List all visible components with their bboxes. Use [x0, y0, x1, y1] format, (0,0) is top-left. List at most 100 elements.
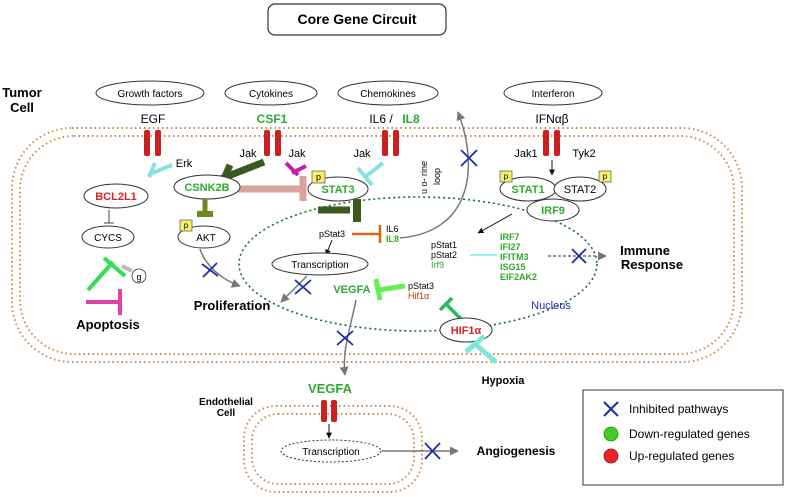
stat2-node — [553, 176, 607, 202]
legend-down-icon — [603, 426, 619, 442]
cycs-label: CYCS — [94, 233, 122, 244]
stat1-label: STAT1 — [511, 184, 544, 196]
endothelial-membrane-outer — [243, 405, 423, 493]
jak-right-label: Jak — [288, 148, 306, 160]
il8-label: IL8 — [402, 112, 420, 126]
irf9-node — [526, 198, 580, 222]
hypoxia-label: Hypoxia — [482, 375, 526, 387]
bcl2l1-label: BCL2L1 — [95, 191, 137, 203]
transcription-proliferation-arrow — [280, 275, 308, 303]
hypoxia-inhibit — [464, 334, 498, 364]
jak-stat3-magenta — [284, 161, 307, 177]
inhibited-x-loop — [460, 149, 478, 167]
receptor-ifn — [543, 130, 560, 156]
isg-irf7: IRF7 — [500, 232, 520, 242]
csnk2b-label: CSNK2B — [184, 182, 229, 194]
tumor-cell-label-2: Cell — [10, 100, 34, 115]
egf-label: EGF — [141, 112, 166, 126]
csf1-label: CSF1 — [257, 112, 288, 126]
immune-response-label: Immune — [620, 243, 670, 258]
vegfa-endo-label: VEGFA — [308, 381, 353, 396]
nucleus-label: Nucleus — [531, 300, 571, 312]
erk-label: Erk — [176, 158, 193, 170]
csnk2b-stat3-pink — [238, 176, 307, 201]
ifn-label: IFNαβ — [535, 112, 568, 126]
ligand-ovals: Growth factors Cytokines Chemokines Inte… — [95, 80, 603, 106]
pstat3-il6-inhibit — [352, 225, 382, 243]
cycs-node — [81, 225, 135, 249]
cytokines-label: Cytokines — [249, 89, 293, 100]
stat3-big-inhibit — [318, 199, 361, 222]
legend-up-label: Up-regulated genes — [629, 449, 734, 463]
receptor-vegfa — [321, 400, 337, 422]
apoptosis-magenta-inhibit — [86, 289, 122, 315]
akt-phospho-label: p — [184, 221, 189, 230]
immune-response-label-2: Response — [621, 257, 683, 272]
gray-link — [121, 264, 133, 273]
inhibited-x-immune — [571, 248, 587, 264]
tumor-membrane-outer — [11, 127, 743, 363]
inhibited-x-angiogenesis — [424, 442, 441, 460]
stat3-phospho — [311, 170, 326, 184]
csnk2b-akt-olive — [197, 199, 213, 217]
jak-il6-label: Jak — [353, 148, 371, 160]
isg-isg15: ISG15 — [500, 262, 526, 272]
stat2-phospho-label: p — [603, 172, 608, 181]
il6-stat3-cyan — [356, 161, 385, 187]
angiogenesis-label: Angiogenesis — [477, 444, 556, 458]
nucleus-membrane — [238, 196, 598, 332]
pstat3-top: pStat3 — [319, 229, 345, 239]
akt-label: AKT — [196, 233, 215, 244]
akt-node — [177, 225, 231, 249]
legend-inhibited-label: Inhibited pathways — [629, 402, 728, 416]
loop-label-2: loop — [432, 168, 442, 185]
akt-proliferation-arrow — [199, 248, 241, 288]
apoptosis-green-inhibit — [86, 256, 127, 292]
egf-inhibit-cyan — [147, 162, 173, 178]
interferon-label: Interferon — [532, 89, 575, 100]
legend-down-label: Down-regulated genes — [629, 427, 750, 441]
g-node — [131, 268, 147, 284]
page-title: Core Gene Circuit — [297, 11, 416, 27]
pstat3-vegfa-inhibit — [373, 278, 406, 301]
stat1-phospho-label: p — [504, 172, 509, 181]
endo-transcription-label: Transcription — [302, 447, 359, 458]
pstat3-bottom: pStat3 — [408, 281, 434, 291]
inhibited-x-transcription — [294, 279, 312, 295]
pstat3-transcription-arrow — [325, 239, 333, 256]
hif1a-green-inhibit — [438, 296, 464, 322]
stat1-phospho — [499, 170, 513, 183]
irf9-nucleus-arrow — [477, 213, 513, 234]
hif1a-small-label: Hif1α — [408, 291, 429, 301]
chemokines-label: Chemokines — [360, 89, 416, 100]
legend-inhibited-icon — [603, 401, 619, 417]
stat2-phospho — [598, 170, 612, 183]
jak1-label: Jak1 — [514, 148, 537, 160]
loop-label-1: u o- rine — [419, 161, 429, 194]
stat3-phospho-label: p — [316, 172, 321, 182]
vegfa-nucleus: VEGFA — [333, 284, 370, 296]
stat3-label: STAT3 — [321, 184, 354, 196]
growth-factors-label: Growth factors — [117, 89, 182, 100]
legend-up-icon — [603, 448, 619, 464]
inhibited-x-vegfa — [336, 330, 354, 346]
endo-transcription-node — [280, 439, 382, 463]
legend: Inhibited pathways Down-regulated genes … — [582, 389, 784, 486]
irf9-small-label: Irf9 — [431, 260, 444, 270]
receptor-csf1 — [264, 130, 281, 156]
endothelial-label-2: Cell — [217, 408, 236, 419]
isg-ifitm3: IFITM3 — [500, 252, 529, 262]
apoptosis-label: Apoptosis — [76, 317, 140, 332]
receptor-il6 — [382, 130, 399, 156]
endothelial-label: Endothelial — [199, 397, 253, 408]
autocrine-loop-arrow — [399, 111, 470, 239]
tumor-cell-label: Tumor — [2, 85, 41, 100]
stat2-label: STAT2 — [564, 184, 597, 196]
tumor-membrane-inner — [19, 135, 735, 355]
transcription-label: Transcription — [291, 260, 348, 271]
akt-phospho — [179, 219, 193, 232]
inhibited-x-akt — [201, 262, 219, 278]
bcl2l1-node — [83, 183, 149, 209]
hif1a-node — [439, 317, 493, 343]
